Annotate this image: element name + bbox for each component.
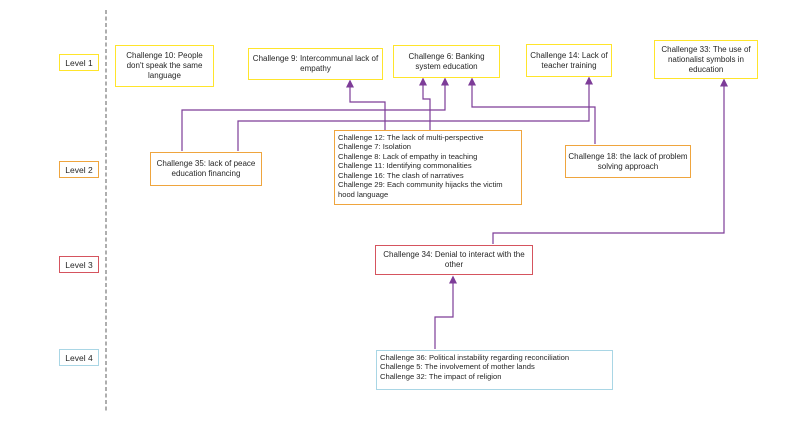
challenge-7-text: Challenge 7: Isolation xyxy=(338,142,412,152)
challenge-12-text: Challenge 12: The lack of multi-perspect… xyxy=(338,133,484,142)
challenge-9-box: Challenge 9: Intercommunal lack of empat… xyxy=(248,48,383,80)
challenge-group-12-box: Challenge 12: The lack of multi-perspect… xyxy=(334,130,522,205)
level-2-label: Level 2 xyxy=(59,161,99,178)
arrow-challenge-group-4-to-challenge-34 xyxy=(434,275,457,349)
challenge-32-text: Challenge 32: The impact of religion xyxy=(380,371,502,381)
challenge-34-box: Challenge 34: Denial to interact with th… xyxy=(375,245,533,275)
challenge-6-box: Challenge 6: Banking system education xyxy=(393,45,500,78)
arrow-challenge-group-12-to-challenge-9 xyxy=(346,79,386,131)
challenge-10-box: Challenge 10: People don't speak the sam… xyxy=(115,45,214,87)
arrow-challenge-35-to-challenge-6 xyxy=(181,77,449,151)
arrow-challenge-35-to-challenge-14 xyxy=(237,76,593,151)
challenge-5-text: Challenge 5: The involvement of mother l… xyxy=(380,362,535,372)
level-4-label: Level 4 xyxy=(59,349,99,366)
challenge-35-box: Challenge 35: lack of peace education fi… xyxy=(150,152,262,186)
arrow-challenge-18-to-challenge-6 xyxy=(468,77,596,144)
challenge-14-box: Challenge 14: Lack of teacher training xyxy=(526,44,612,77)
challenge-18-box: Challenge 18: the lack of problem solvin… xyxy=(565,145,691,178)
challenge-group-4-box: Challenge 36: Political instability rega… xyxy=(376,350,613,390)
challenge-33-box: Challenge 33: The use of nationalist sym… xyxy=(654,40,758,79)
level-3-label: Level 3 xyxy=(59,256,99,273)
arrow-challenge-34-to-challenge-33 xyxy=(492,78,728,244)
challenge-29-text: Challenge 29: Each community hijacks the… xyxy=(338,180,503,199)
challenge-8-text: Challenge 8: Lack of empathy in teaching xyxy=(338,151,478,161)
arrow-challenge-group-12-to-challenge-6 xyxy=(419,77,431,131)
level-1-label: Level 1 xyxy=(59,54,99,71)
challenge-36-text: Challenge 36: Political instability rega… xyxy=(380,353,570,362)
challenge-11-text: Challenge 11: Identifying commonalities xyxy=(338,161,472,171)
challenge-16-text: Challenge 16: The clash of narratives xyxy=(338,170,464,180)
